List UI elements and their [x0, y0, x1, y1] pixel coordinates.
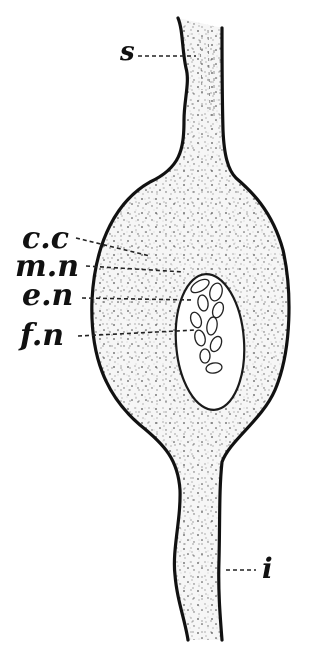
label-i: i	[262, 552, 273, 585]
label-s: s	[119, 37, 135, 67]
label-en: e.n	[22, 278, 73, 313]
label-i-group: i	[226, 552, 273, 585]
label-fn: f.n	[18, 318, 64, 353]
